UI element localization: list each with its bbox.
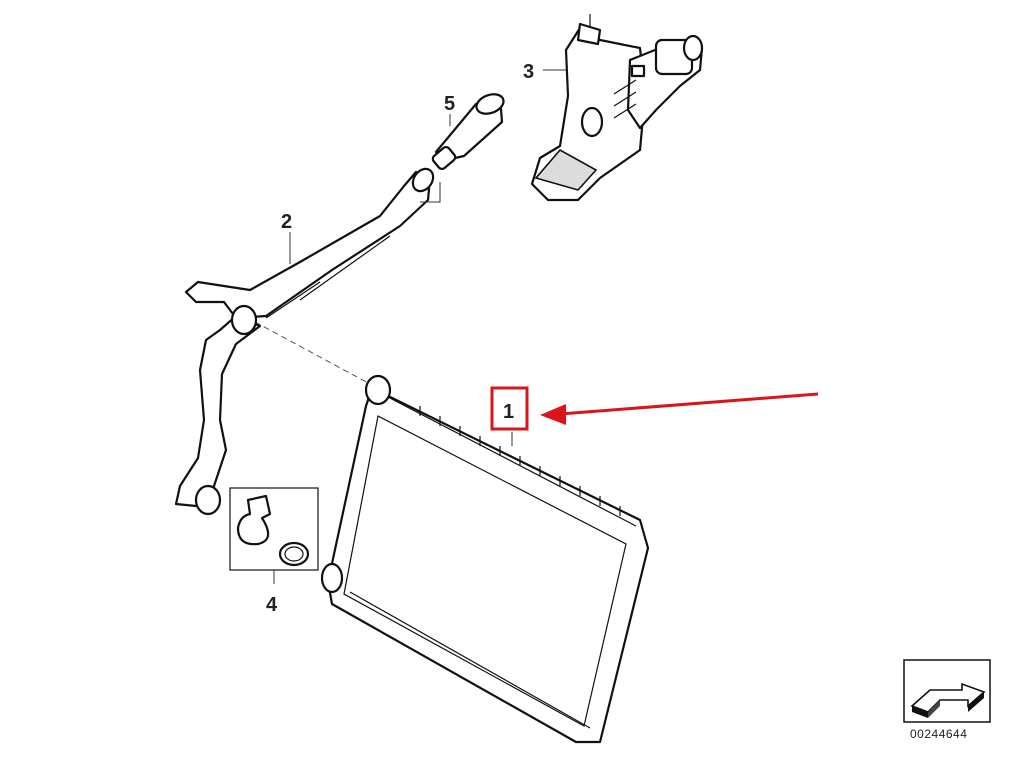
- part-2-hose: [174, 167, 435, 516]
- callout-2: 2: [281, 211, 292, 233]
- callout-3: 3: [523, 61, 534, 83]
- red-pointer-arrow: [540, 392, 819, 425]
- callout-1-highlight-box: [490, 386, 529, 431]
- callout-4: 4: [266, 594, 278, 616]
- part-3-bracket: [530, 14, 704, 202]
- direction-arrow-icon: [903, 659, 991, 723]
- part-5-connector: [431, 93, 505, 171]
- assembly-dash-line: [254, 321, 373, 386]
- reference-number: 00244644: [910, 727, 967, 741]
- callout-5: 5: [444, 93, 455, 115]
- callout-1: 1: [503, 401, 514, 423]
- leader-line-5b: [420, 182, 441, 203]
- part-4-clip-seal: [229, 487, 319, 571]
- part-1-heater-core: [320, 374, 650, 744]
